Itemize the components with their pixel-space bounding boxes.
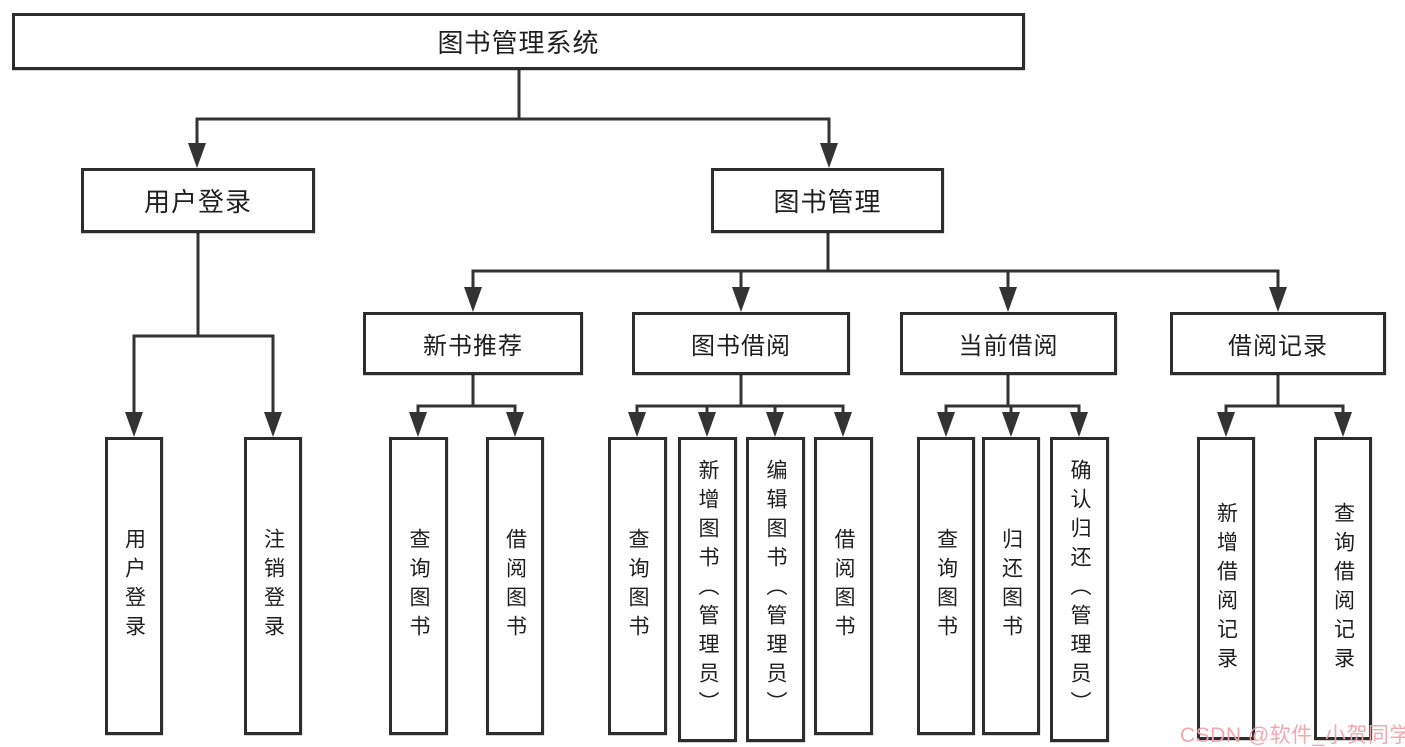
leaf-query-borrow-record: 查询借阅记录 bbox=[1314, 437, 1372, 740]
leaf-edit-books-admin: 编辑图书（管理员） bbox=[746, 437, 805, 742]
leaf-add-books-admin-label: 新增图书（管理员） bbox=[696, 459, 719, 720]
leaf-borrow-books-recommend-label: 借阅图书 bbox=[503, 528, 527, 644]
node-new-book-recommend: 新书推荐 bbox=[363, 312, 583, 375]
node-user-login-branch-label: 用户登录 bbox=[143, 187, 252, 217]
leaf-query-borrow-record-label: 查询借阅记录 bbox=[1331, 501, 1355, 676]
node-root-label: 图书管理系统 bbox=[437, 28, 600, 58]
leaf-borrow-books-label: 借阅图书 bbox=[832, 528, 855, 644]
leaf-user-login-label: 用户登录 bbox=[122, 528, 146, 644]
leaf-return-books: 归还图书 bbox=[982, 437, 1040, 735]
node-user-login-branch: 用户登录 bbox=[81, 168, 315, 233]
node-book-management-branch-label: 图书管理 bbox=[773, 187, 882, 217]
leaf-query-books-borrow-label: 查询图书 bbox=[626, 528, 649, 644]
node-book-management-branch: 图书管理 bbox=[711, 168, 944, 233]
leaf-add-borrow-record: 新增借阅记录 bbox=[1197, 437, 1255, 740]
node-current-borrow-label: 当前借阅 bbox=[958, 333, 1059, 360]
leaf-query-books-recommend-label: 查询图书 bbox=[407, 528, 430, 644]
node-book-borrow-label: 图书借阅 bbox=[691, 333, 791, 360]
leaf-add-books-admin: 新增图书（管理员） bbox=[678, 437, 737, 742]
leaf-confirm-return-admin-label: 确认归还（管理员） bbox=[1068, 459, 1091, 720]
leaf-confirm-return-admin: 确认归还（管理员） bbox=[1050, 437, 1109, 742]
node-borrow-records-label: 借阅记录 bbox=[1228, 333, 1328, 360]
leaf-query-books-recommend: 查询图书 bbox=[389, 437, 448, 735]
leaf-query-books-current-label: 查询图书 bbox=[934, 528, 958, 644]
node-new-book-recommend-label: 新书推荐 bbox=[423, 333, 523, 360]
leaf-edit-books-admin-label: 编辑图书（管理员） bbox=[764, 459, 787, 720]
leaf-query-books-current: 查询图书 bbox=[917, 437, 975, 735]
leaf-user-login: 用户登录 bbox=[105, 437, 163, 735]
node-root-system: 图书管理系统 bbox=[12, 13, 1025, 70]
node-book-borrow: 图书借阅 bbox=[632, 312, 850, 375]
node-current-borrow: 当前借阅 bbox=[900, 312, 1117, 375]
watermark: CSDN @软件_小贺同学 bbox=[1180, 724, 1405, 747]
leaf-return-books-label: 归还图书 bbox=[999, 528, 1023, 644]
leaf-borrow-books-recommend: 借阅图书 bbox=[486, 437, 544, 735]
leaf-logout-label: 注销登录 bbox=[261, 528, 285, 644]
leaf-add-borrow-record-label: 新增借阅记录 bbox=[1214, 501, 1238, 676]
node-borrow-records: 借阅记录 bbox=[1170, 312, 1386, 375]
leaf-query-books-borrow: 查询图书 bbox=[608, 437, 667, 735]
leaf-borrow-books: 借阅图书 bbox=[814, 437, 873, 735]
leaf-logout: 注销登录 bbox=[244, 437, 302, 735]
